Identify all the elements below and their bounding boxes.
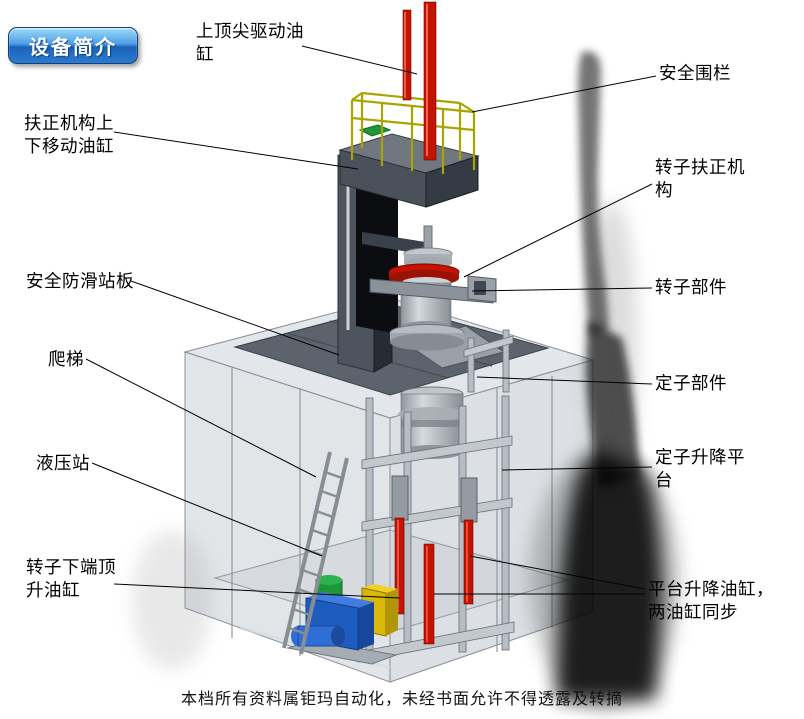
top-drive-cylinders bbox=[402, 1, 437, 161]
hydraulic-station bbox=[286, 575, 398, 665]
leader-ladder bbox=[85, 358, 317, 478]
leader-rotor-jack bbox=[113, 583, 401, 599]
leader-stator-part bbox=[476, 376, 653, 385]
label-ladder: 爬梯 bbox=[48, 349, 84, 369]
label-rotor-centering: 转子扶正机构 bbox=[655, 157, 745, 200]
label-rotor-jack-cylinder: 转子下端顶升油缸 bbox=[26, 557, 116, 600]
leader-safety-fence bbox=[471, 75, 657, 113]
label-antislip-plate: 安全防滑站板 bbox=[26, 271, 134, 291]
shadow-artifact bbox=[132, 51, 680, 710]
leader-platform-cyl-a bbox=[469, 555, 646, 590]
label-rotor-part: 转子部件 bbox=[655, 277, 727, 297]
platform-lift-cylinders bbox=[394, 517, 474, 645]
label-hydraulic-station: 液压站 bbox=[36, 453, 90, 473]
label-stator-part: 定子部件 bbox=[655, 373, 727, 393]
label-top-cylinder: 上顶尖驱动油缸 bbox=[196, 21, 304, 64]
label-safety-fence: 安全围栏 bbox=[659, 63, 731, 83]
leader-rotor-centering bbox=[463, 183, 653, 278]
press-column bbox=[337, 124, 480, 373]
title-badge-label: 设备简介 bbox=[29, 37, 117, 59]
leader-rotor-part bbox=[471, 287, 653, 292]
rotor-centering-mechanism bbox=[369, 275, 497, 304]
label-centering-updown-cylinder: 扶正机构上下移动油缸 bbox=[24, 113, 114, 156]
label-stator-lift-platform: 定子升降平台 bbox=[655, 447, 745, 490]
leader-stator-platform bbox=[501, 466, 653, 471]
stator-lift-frame bbox=[357, 329, 515, 663]
leader-centering-updown bbox=[113, 131, 359, 170]
footer-note: 本档所有资料属钜玛自动化，未经书面允许不得透露及转摘 bbox=[180, 691, 623, 708]
leader-top-cylinder bbox=[301, 45, 418, 75]
leader-antislip bbox=[130, 280, 340, 356]
title-badge: 设备简介 bbox=[8, 27, 138, 64]
label-platform-lift-cylinder: 平台升降油缸，两油缸同步 bbox=[648, 579, 774, 622]
leader-hydraulic bbox=[91, 462, 323, 557]
leader-lines bbox=[85, 45, 657, 599]
